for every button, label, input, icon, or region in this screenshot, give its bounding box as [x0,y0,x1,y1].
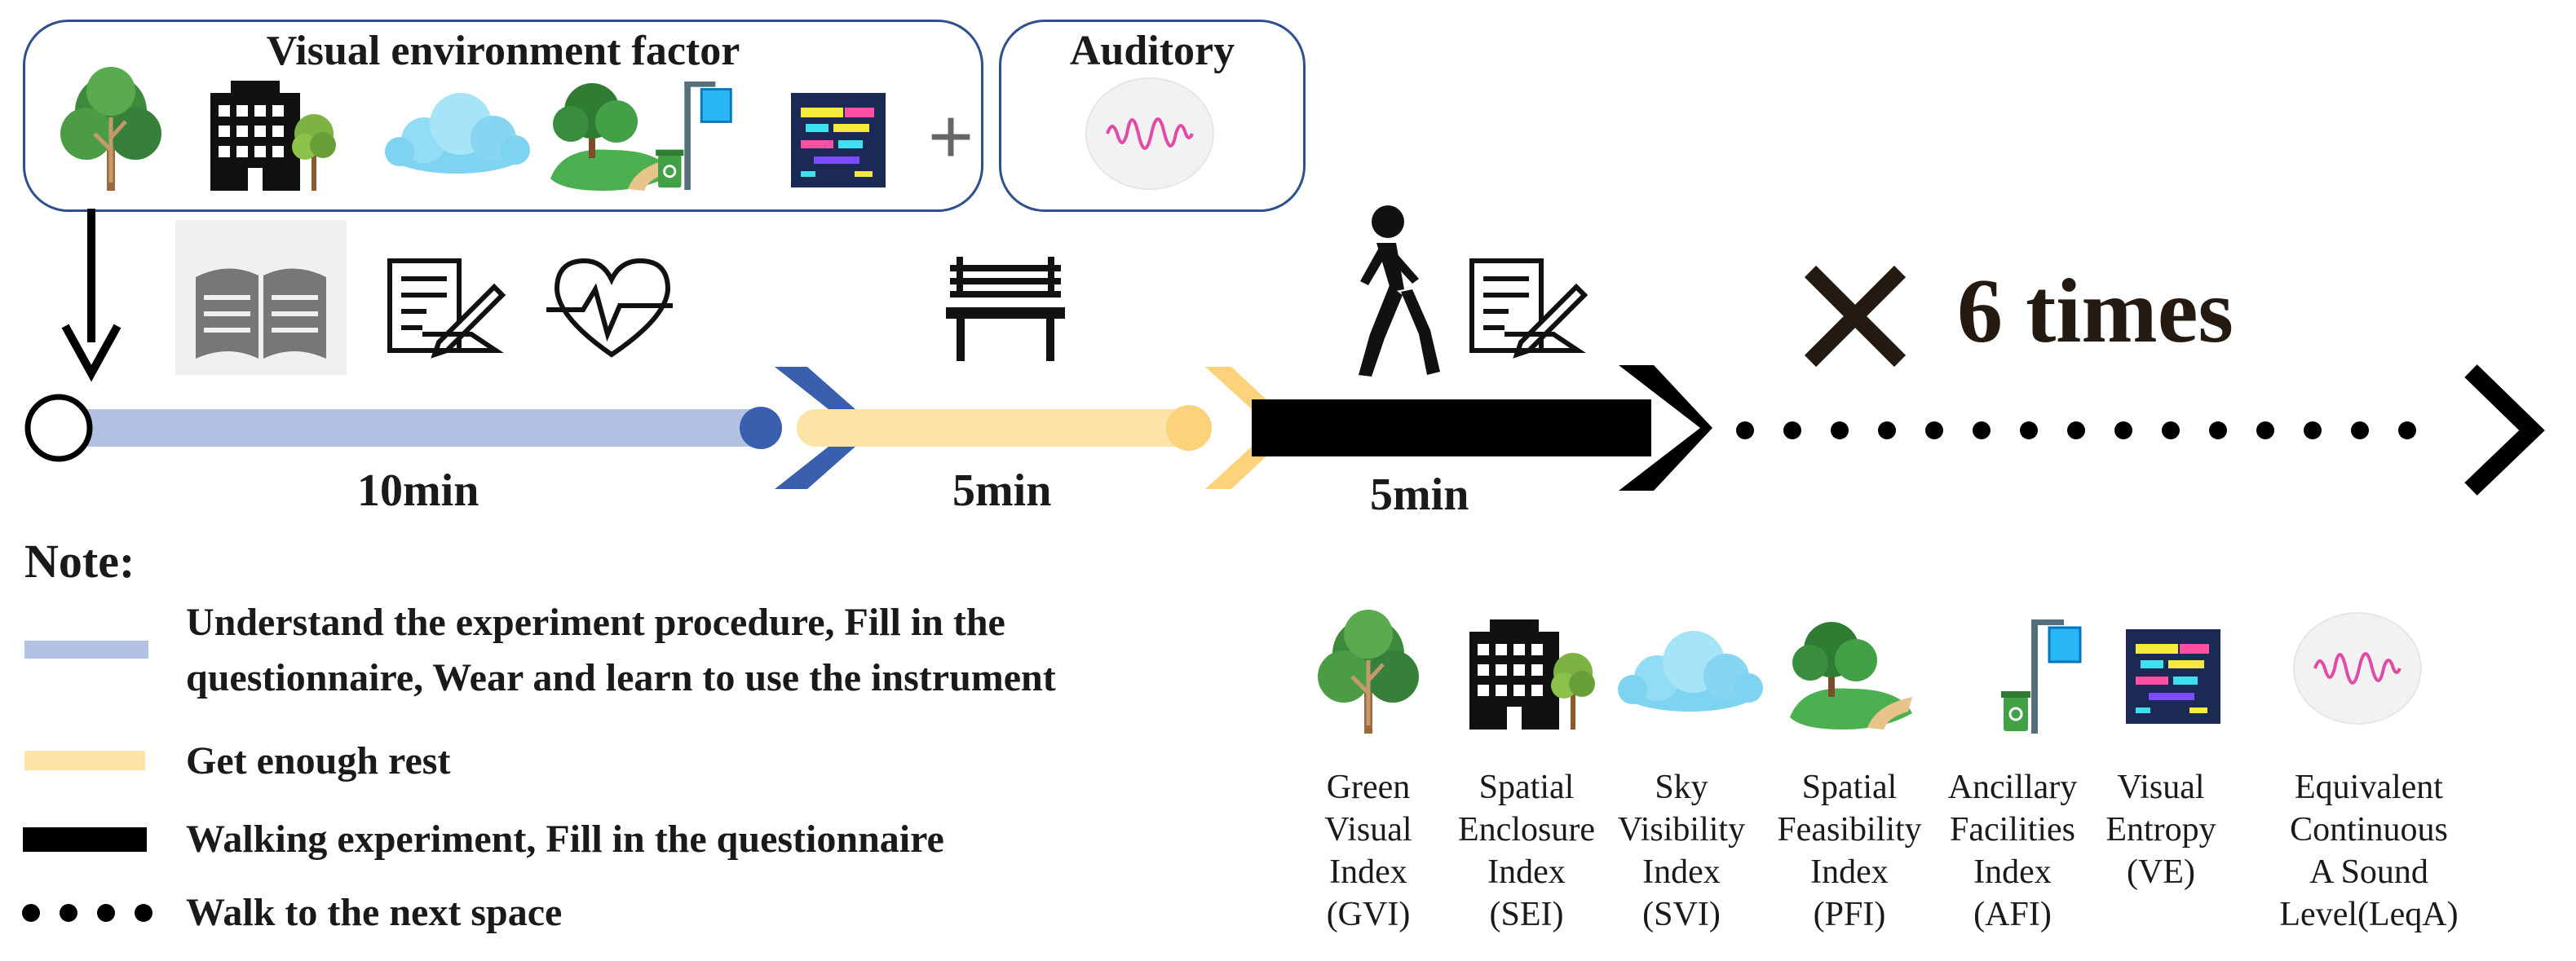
book-icon [175,220,347,375]
auditory-title: Auditory [1069,28,1235,74]
questionnaire-icon-2 [1469,258,1588,359]
end-chevron [2464,364,2545,496]
duration-5min-rest: 5min [952,465,1052,516]
legend-text-blue: Understand the experiment procedure, Fil… [186,601,1056,699]
black-segment [1252,399,1651,456]
sound-wave-icon [2292,611,2423,725]
note-title: Note: [24,535,135,588]
bench-icon [946,257,1065,361]
close-icon [1804,265,1907,368]
indicator-label-pfi: Spatial Feasibility Index (PFI) [1777,769,1922,933]
indicator-label-sei: Spatial Enclosure Index (SEI) [1458,769,1595,933]
dotted-line [1736,421,2416,439]
blue-end-dot [740,407,782,449]
legend-text-black: Walking experiment, Fill in the question… [186,818,944,861]
down-arrow-head [61,324,122,382]
indicator-label-gvi: Green Visual Index (GVI) [1324,769,1412,933]
tree-icon [1318,610,1419,734]
legend-text-dots: Walk to the next space [186,891,563,934]
repeat-count-label: 6 times [1957,261,2234,362]
street-facilities-icon [1999,618,2082,735]
walking-person-icon [1359,205,1440,377]
start-circle [24,394,93,462]
cloud-icon [1618,631,1763,712]
indicator-icons [1288,603,2423,758]
indicator-label-ve: Visual Entropy (VE) [2105,769,2216,891]
yellow-end-dot [1166,405,1212,451]
building-icon [1469,619,1595,730]
duration-10min: 10min [357,465,479,516]
indicator-label-svi: Sky Visibility Index (SVI) [1617,769,1746,933]
questionnaire-icon [387,258,506,359]
indicator-label-afi: Ancillary Facilities Index (AFI) [1947,769,2078,933]
indicator-label-leqa: Equivalent Continuous A Sound Level(LeqA… [2279,769,2459,933]
park-path-icon [1790,622,1912,730]
legend-text-yellow: Get enough rest [186,739,451,782]
legend-marks [22,641,152,922]
visual-factor-title: Visual environment factor [266,28,740,74]
duration-5min-walk: 5min [1370,469,1469,520]
black-chevron [1619,365,1712,491]
heart-rate-icon [546,258,673,358]
plus-sign: + [928,93,974,180]
legend-dots [22,904,152,922]
visual-entropy-icon [2126,629,2220,724]
